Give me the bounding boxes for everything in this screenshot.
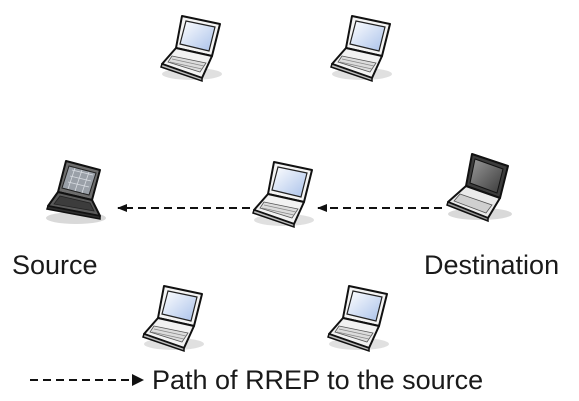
laptop-icon	[142, 285, 205, 352]
legend-dashed-arrow-icon	[30, 374, 144, 386]
source-label: Source	[12, 250, 98, 280]
destination-label: Destination	[424, 250, 560, 280]
laptop-icon	[160, 15, 223, 82]
legend-text: Path of RREP to the source	[152, 364, 484, 395]
laptop-icon	[330, 15, 393, 82]
laptop-open-dark-icon	[45, 160, 107, 225]
source-laptop	[45, 160, 107, 225]
laptop-middle	[252, 161, 315, 228]
laptop-icon	[252, 161, 315, 228]
diagram-canvas	[45, 15, 513, 352]
laptop-bottom-left	[142, 285, 205, 352]
laptop-icon	[327, 285, 390, 352]
laptop-top-right	[330, 15, 393, 82]
laptop-dark-screen-icon	[446, 153, 513, 222]
laptop-bottom-right	[327, 285, 390, 352]
laptop-top-left	[160, 15, 223, 82]
destination-laptop	[446, 153, 513, 222]
legend: Path of RREP to the source	[28, 362, 483, 398]
